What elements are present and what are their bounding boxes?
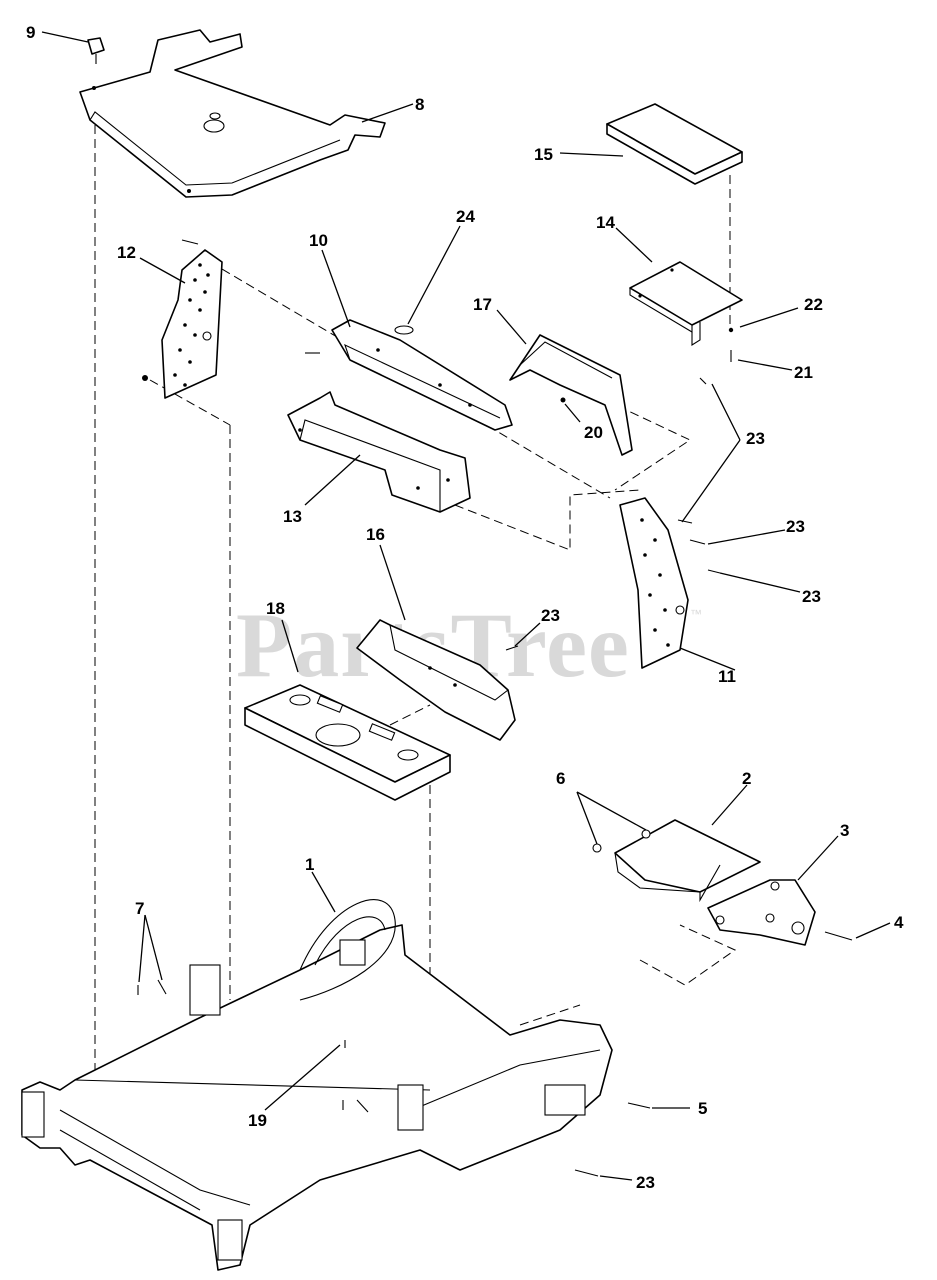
callout-18: 18 (266, 599, 285, 618)
part-16-mounting-tray (356, 619, 516, 741)
callout-23-middle: 23 (541, 606, 560, 625)
part-10-dash-bracket (331, 319, 513, 431)
callout-13: 13 (283, 507, 302, 526)
part-9-screw (87, 37, 105, 64)
part-18-control-panel-box (244, 684, 451, 801)
callout-24: 23 (802, 587, 821, 606)
callout-23-upper: 23 (746, 429, 765, 448)
callout-20: 20 (584, 423, 603, 442)
callout-1: 1 (305, 855, 314, 874)
callouts: 9 8 15 14 24 10 12 17 22 21 20 23 13 23 … (26, 23, 904, 1192)
part-11-right-side-panel (619, 497, 689, 669)
callout-26: 24 (456, 207, 475, 226)
callout-25: 23 (786, 517, 805, 536)
part-1-main-frame (21, 899, 613, 1271)
part-14-seat-pan (629, 261, 743, 346)
part-17-fender (509, 334, 633, 456)
part-26-grommet (394, 325, 414, 335)
callout-14: 14 (596, 213, 615, 232)
leader-lines (41, 31, 891, 1181)
callout-4: 4 (894, 913, 904, 932)
callout-15: 15 (534, 145, 553, 164)
callout-19: 19 (248, 1111, 267, 1130)
watermark-trademark: ™ (690, 607, 702, 621)
part-3-bracket (707, 879, 816, 946)
callout-10: 10 (309, 231, 328, 250)
callout-7: 7 (135, 899, 144, 918)
callout-16: 16 (366, 525, 385, 544)
part-2-guard (614, 819, 761, 903)
part-13-bracket (287, 391, 471, 513)
callout-2: 2 (742, 769, 751, 788)
callout-6: 6 (556, 769, 565, 788)
callout-17: 17 (473, 295, 492, 314)
callout-9: 9 (26, 23, 35, 42)
callout-8: 8 (415, 95, 424, 114)
callout-23-lower: 23 (636, 1173, 655, 1192)
callout-11: 11 (718, 667, 736, 686)
part-8-cover-plate (79, 29, 386, 198)
part-12-left-side-panel (161, 249, 223, 399)
callout-21: 21 (794, 363, 813, 382)
callout-12: 12 (117, 243, 136, 262)
callout-22: 22 (804, 295, 823, 314)
part-15-seat-pad (606, 103, 743, 185)
hardware (137, 239, 853, 1177)
callout-5: 5 (698, 1099, 707, 1118)
callout-3: 3 (840, 821, 849, 840)
